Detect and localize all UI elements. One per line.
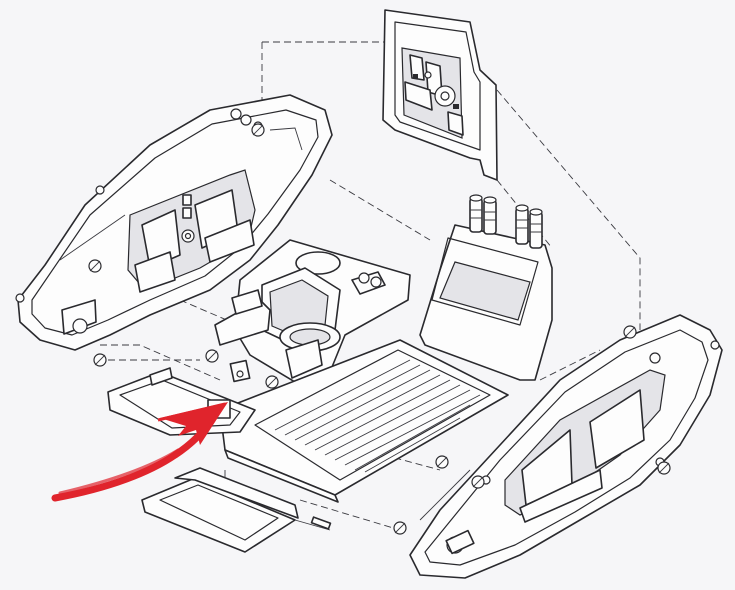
upper-control-panel (382, 9, 498, 181)
grate-slats (274, 359, 481, 473)
right-side-panel (409, 314, 723, 579)
red-arrow (51, 402, 228, 502)
screw-markers (93, 325, 671, 535)
console-cylinders (469, 194, 543, 249)
floor-grate (219, 339, 509, 503)
seat-console (419, 194, 553, 381)
cockpit-tub (214, 239, 411, 386)
left-side-panel (15, 94, 333, 351)
